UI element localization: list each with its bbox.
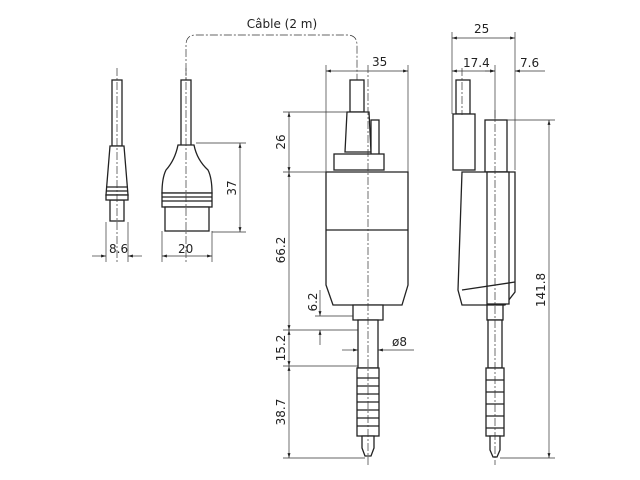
dim-35: 35 <box>372 55 387 69</box>
dim-15-2: 15.2 <box>274 335 288 362</box>
gauge-side-view: 25 17.4 7.6 141.8 <box>451 22 555 465</box>
cable-label: Câble (2 m) <box>247 17 317 31</box>
dim-141-8: 141.8 <box>534 273 548 307</box>
dim-20: 20 <box>178 242 193 256</box>
dim-25: 25 <box>474 22 489 36</box>
dim-26: 26 <box>274 134 288 149</box>
cable: Câble (2 m) <box>185 17 358 85</box>
dim-66-2: 66.2 <box>274 237 288 264</box>
small-connector: 8.6 <box>92 68 142 262</box>
gauge-front-view: 35 26 66.2 15.2 38.7 6.2 ø8 <box>274 55 414 465</box>
dim-7-6: 7.6 <box>520 56 539 70</box>
large-connector: 37 20 <box>161 68 246 262</box>
dim-37: 37 <box>225 180 239 195</box>
dim-diameter-8: ø8 <box>392 335 407 349</box>
dim-38-7: 38.7 <box>274 399 288 426</box>
dim-6-2: 6.2 <box>306 292 320 311</box>
dim-17-4: 17.4 <box>463 56 490 70</box>
dim-8-6: 8.6 <box>109 242 128 256</box>
